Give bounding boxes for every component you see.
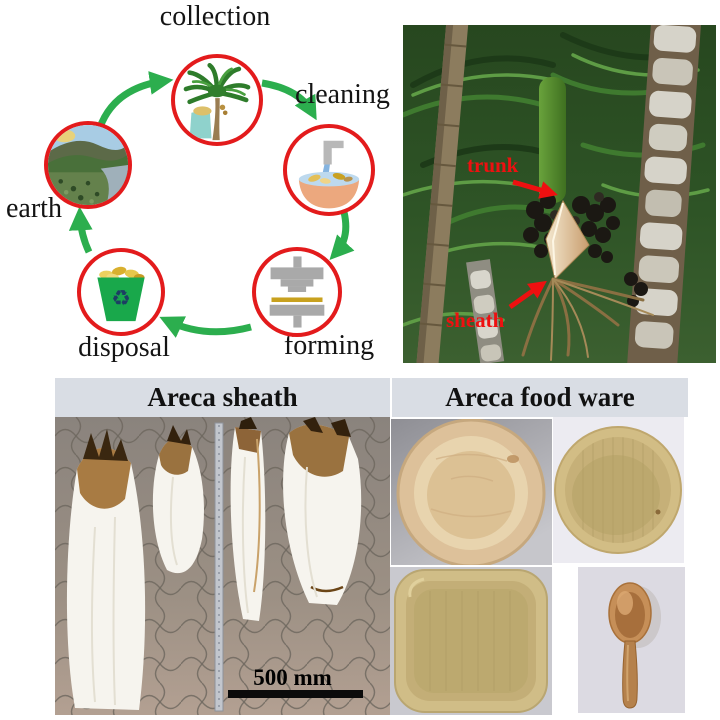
areca-trunk-art bbox=[539, 77, 566, 203]
sheath-photo-art bbox=[55, 417, 390, 715]
scale-bar bbox=[228, 690, 363, 698]
palm-tree-icon bbox=[183, 63, 251, 141]
sheath-2 bbox=[152, 425, 204, 574]
arrow-cleaning-to-forming bbox=[329, 211, 355, 260]
areca-palm-photo: trunk sheath bbox=[403, 25, 716, 363]
svg-text:♻: ♻ bbox=[111, 287, 131, 312]
disposal-stage-circle: ♻ bbox=[77, 248, 165, 336]
press-mold-icon bbox=[269, 256, 325, 328]
washing-bowl-icon bbox=[298, 140, 360, 209]
earth-stage-circle bbox=[44, 121, 132, 209]
sheath-arrow bbox=[508, 280, 547, 310]
trunk-arrow bbox=[512, 179, 558, 199]
arrow-collection-to-cleaning bbox=[261, 79, 317, 121]
trunk-annotation: trunk bbox=[467, 153, 519, 177]
sheath-panel-title: Areca sheath bbox=[55, 378, 390, 417]
stage-label-collection: collection bbox=[159, 1, 271, 32]
stage-label-cleaning: cleaning bbox=[295, 79, 390, 110]
arrow-disposal-to-earth bbox=[68, 206, 93, 254]
round-bowl-photo bbox=[553, 417, 684, 563]
sheath-3 bbox=[230, 417, 266, 621]
scale-bar-label: 500 mm bbox=[253, 665, 332, 690]
sheath-4 bbox=[283, 417, 362, 605]
square-plate-photo bbox=[390, 567, 552, 715]
spoon-photo bbox=[578, 567, 685, 713]
round-plate-photo bbox=[391, 419, 552, 565]
cleaning-stage-circle bbox=[283, 124, 375, 216]
dry-fronds bbox=[521, 277, 645, 357]
annotation-arrows bbox=[508, 179, 558, 310]
sheath-1 bbox=[66, 429, 146, 710]
lower-left-trunk bbox=[466, 259, 505, 363]
left-trunk bbox=[415, 25, 469, 363]
measuring-ruler bbox=[214, 422, 224, 712]
palm-photo-art bbox=[403, 25, 716, 363]
lifecycle-arrows bbox=[68, 71, 355, 338]
arrow-earth-to-collection bbox=[95, 71, 174, 132]
forming-stage-circle bbox=[252, 247, 342, 337]
landscape-icon bbox=[48, 125, 128, 205]
stage-label-disposal: disposal bbox=[78, 332, 170, 363]
foodware-panel-title: Areca food ware bbox=[392, 378, 688, 417]
collection-stage-circle bbox=[171, 54, 263, 146]
stage-label-earth: earth bbox=[6, 193, 62, 224]
recycle-bin-icon: ♻ bbox=[97, 266, 145, 322]
sheath-annotation: sheath bbox=[446, 308, 505, 332]
arrow-forming-to-disposal bbox=[159, 316, 252, 338]
areca-sheath-photo: 500 mm bbox=[55, 417, 390, 715]
